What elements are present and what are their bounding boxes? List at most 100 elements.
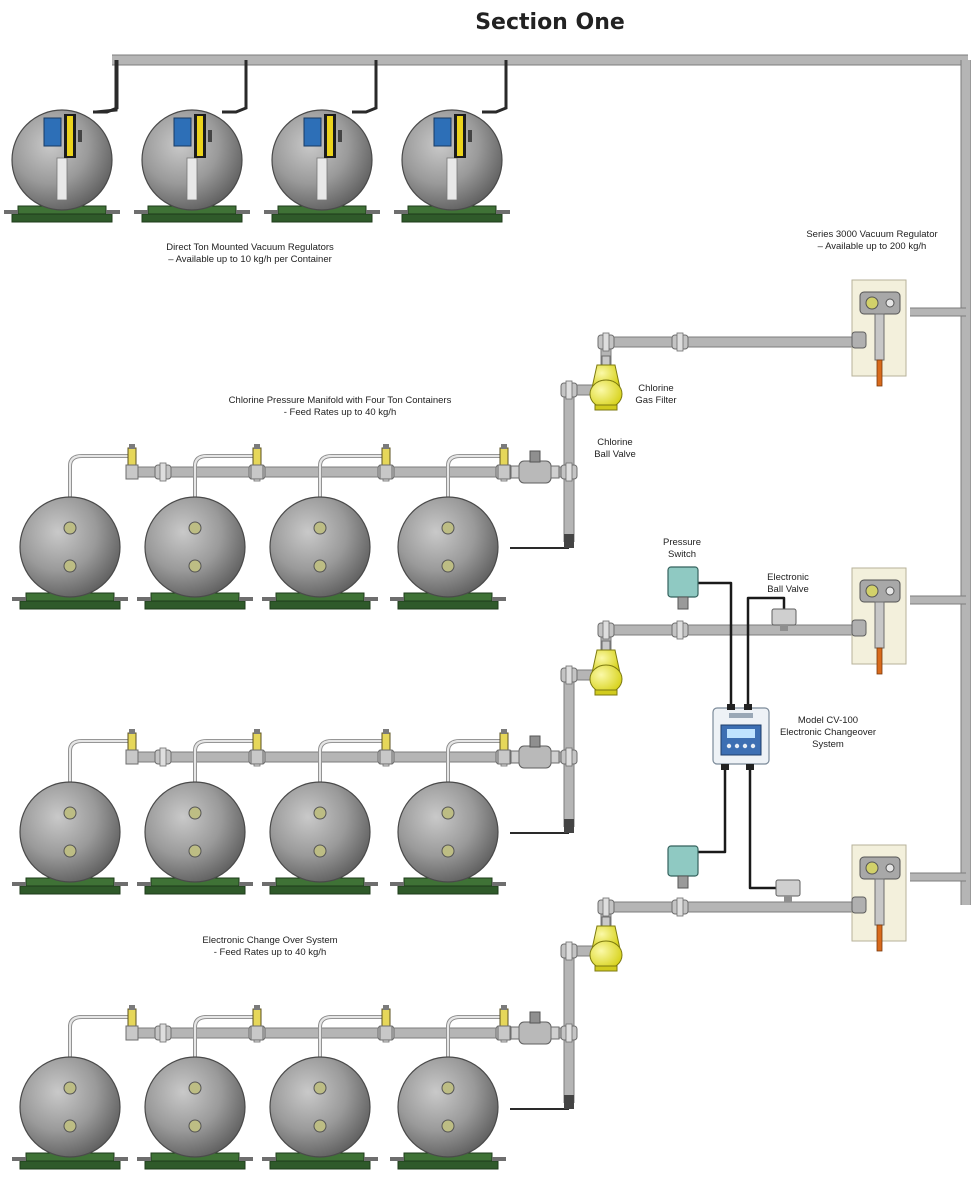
elbow-fitting bbox=[560, 380, 578, 400]
skid-foot bbox=[364, 882, 378, 886]
drain-fitting bbox=[564, 819, 574, 833]
skid-foot bbox=[492, 1157, 506, 1161]
ton-container bbox=[12, 496, 128, 610]
skid-base bbox=[11, 213, 113, 223]
pipe-fitting-collar bbox=[565, 747, 573, 767]
skid-foot bbox=[4, 210, 18, 214]
tank-valve-upper bbox=[63, 521, 77, 535]
tank-valve-lower bbox=[441, 1119, 455, 1133]
tank-body bbox=[269, 496, 371, 598]
ball-valve-body bbox=[518, 745, 552, 769]
skid-base bbox=[144, 600, 246, 610]
regulator-head bbox=[303, 117, 322, 147]
skid-foot bbox=[262, 882, 276, 886]
tank-valve-lower bbox=[63, 559, 77, 573]
valve-cap bbox=[501, 444, 507, 449]
electronic-valve-actuator bbox=[775, 879, 801, 897]
regulator-vent-tube bbox=[876, 924, 883, 952]
filter-bowl bbox=[589, 379, 623, 409]
tank-valve-upper bbox=[63, 806, 77, 820]
manifold-cross bbox=[560, 747, 578, 767]
manifold-isolation-valve bbox=[250, 444, 264, 480]
skid-foot bbox=[492, 597, 506, 601]
rotameter-tube bbox=[457, 116, 463, 156]
ball-valve-body bbox=[518, 460, 552, 484]
pressure-switch-housing bbox=[667, 566, 699, 598]
pipe-fitting-collar bbox=[565, 941, 573, 961]
manifold-drain-leg bbox=[548, 1028, 574, 1103]
pressure-switch-port bbox=[677, 875, 689, 889]
manifold-cross bbox=[560, 462, 578, 482]
skid-base bbox=[269, 1160, 371, 1170]
ball-valve-flange bbox=[550, 750, 560, 764]
manifold-isolation-valve bbox=[250, 1005, 264, 1041]
regulator-gauge bbox=[865, 584, 879, 598]
series-3000-vacuum-regulator bbox=[851, 844, 907, 952]
tank-valve-lower bbox=[63, 1119, 77, 1133]
pressure-switch-housing bbox=[667, 845, 699, 877]
manifold-isolation-valve bbox=[497, 1005, 511, 1041]
valve-cap bbox=[383, 729, 389, 734]
pipe-fitting-collar bbox=[565, 1023, 573, 1043]
rotameter-scale bbox=[208, 130, 212, 142]
valve-cap bbox=[383, 1005, 389, 1010]
electronic-ball-valve bbox=[775, 879, 801, 902]
ball-valve-flange bbox=[510, 465, 520, 479]
pipe-fitting-collar bbox=[602, 897, 610, 917]
skid-base bbox=[397, 1160, 499, 1170]
page-title: Section One bbox=[475, 10, 625, 35]
elbow-fitting bbox=[597, 620, 615, 640]
direct-ton-regulators-label: Direct Ton Mounted Vacuum Regulators– Av… bbox=[166, 242, 334, 265]
tank-valve-lower bbox=[188, 844, 202, 858]
tank-valve-lower bbox=[313, 1119, 327, 1133]
skid-foot bbox=[114, 597, 128, 601]
ton-container bbox=[390, 496, 506, 610]
tank-body bbox=[397, 781, 499, 883]
regulator-vacuum-tube bbox=[352, 60, 378, 114]
tank-valve-lower bbox=[313, 559, 327, 573]
controller-cable-gland bbox=[721, 764, 729, 770]
rotameter-scale bbox=[78, 130, 82, 142]
pressure-switch-port bbox=[677, 596, 689, 610]
series-3000-vacuum-regulator bbox=[851, 567, 907, 675]
chlorine-ball-valve bbox=[510, 1011, 560, 1045]
tank-valve-upper bbox=[188, 521, 202, 535]
ball-valve-flange bbox=[510, 750, 520, 764]
regulator-inlet-valve bbox=[851, 896, 867, 914]
tank-valve-lower bbox=[313, 844, 327, 858]
controller-cable-gland bbox=[744, 704, 752, 710]
skid-foot bbox=[496, 210, 510, 214]
pipe-fitting-collar bbox=[565, 380, 573, 400]
chlorine-gas-filter bbox=[589, 640, 623, 696]
ton-container bbox=[137, 1056, 253, 1170]
pressure-manifold-label: Chlorine Pressure Manifold with Four Ton… bbox=[228, 395, 452, 418]
regulator-vacuum-tube bbox=[482, 60, 508, 114]
valve-body bbox=[125, 749, 139, 765]
valve-cap bbox=[129, 444, 135, 449]
controller-badge bbox=[729, 713, 753, 718]
manifold-isolation-valve bbox=[379, 729, 393, 765]
pipe-fitting-collar bbox=[159, 747, 167, 767]
tank-valve-upper bbox=[313, 521, 327, 535]
skid-foot bbox=[262, 1157, 276, 1161]
direct-ton-container bbox=[394, 109, 510, 223]
regulator-vacuum-tube bbox=[93, 60, 119, 114]
pipe-fitting-collar bbox=[676, 897, 684, 917]
tank-valve-lower bbox=[441, 559, 455, 573]
skid-base bbox=[19, 885, 121, 895]
manifold-isolation-valve bbox=[250, 729, 264, 765]
filter-bowl bbox=[589, 664, 623, 694]
ball-valve-actuator bbox=[529, 450, 541, 463]
skid-base bbox=[144, 885, 246, 895]
series-3000-vacuum-regulator bbox=[851, 279, 907, 387]
tank-body bbox=[144, 781, 246, 883]
tank-body bbox=[269, 1056, 371, 1158]
ton-container bbox=[12, 781, 128, 895]
rotameter-tube bbox=[327, 116, 333, 156]
tank-valve-lower bbox=[63, 844, 77, 858]
skid-foot bbox=[390, 882, 404, 886]
electronic-valve-stem bbox=[780, 625, 788, 631]
chlorine-ball-valve bbox=[510, 735, 560, 769]
ton-container bbox=[390, 1056, 506, 1170]
